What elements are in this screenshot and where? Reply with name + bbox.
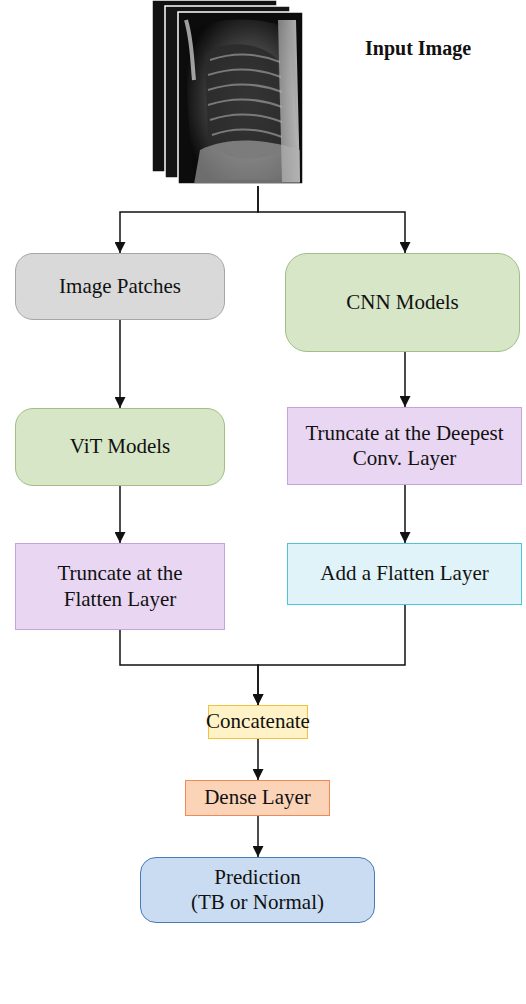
- box-label: Concatenate: [206, 709, 310, 734]
- input-image: Input Image: [150, 0, 305, 186]
- process-box: Dense Layer: [185, 780, 330, 816]
- box-label: Truncate at the Flatten Layer: [26, 561, 214, 611]
- flow-arrow: [120, 630, 258, 705]
- box-label: Truncate at the Deepest Conv. Layer: [298, 421, 511, 471]
- flow-arrow: [119, 320, 121, 408]
- process-box: Truncate at the Flatten Layer: [15, 543, 225, 630]
- box-label: Dense Layer: [204, 785, 311, 810]
- xray-illustration: [150, 0, 310, 190]
- xray-front: [178, 12, 303, 184]
- box-label: CNN Models: [346, 290, 459, 315]
- process-box: ViT Models: [15, 408, 225, 486]
- flow-arrow: [119, 486, 121, 543]
- process-box: Concatenate: [208, 705, 308, 739]
- flow-arrow: [257, 739, 259, 780]
- image-label: Input Image: [365, 36, 471, 60]
- process-box: Truncate at the Deepest Conv. Layer: [287, 407, 522, 485]
- box-label: ViT Models: [70, 434, 170, 459]
- process-box: Image Patches: [15, 253, 225, 320]
- box-label: Prediction: [214, 865, 300, 890]
- box-label: Image Patches: [59, 274, 181, 299]
- process-box: CNN Models: [285, 253, 520, 352]
- flow-arrow: [257, 816, 259, 857]
- process-box: Add a Flatten Layer: [287, 543, 522, 605]
- output-box: Prediction(TB or Normal): [140, 857, 375, 923]
- flow-arrow: [404, 485, 406, 543]
- flow-arrow: [120, 186, 258, 253]
- flow-arrow: [258, 605, 405, 705]
- flow-arrow: [258, 186, 405, 253]
- box-label: (TB or Normal): [191, 890, 324, 915]
- flow-arrow: [404, 352, 406, 407]
- box-label: Add a Flatten Layer: [320, 561, 489, 586]
